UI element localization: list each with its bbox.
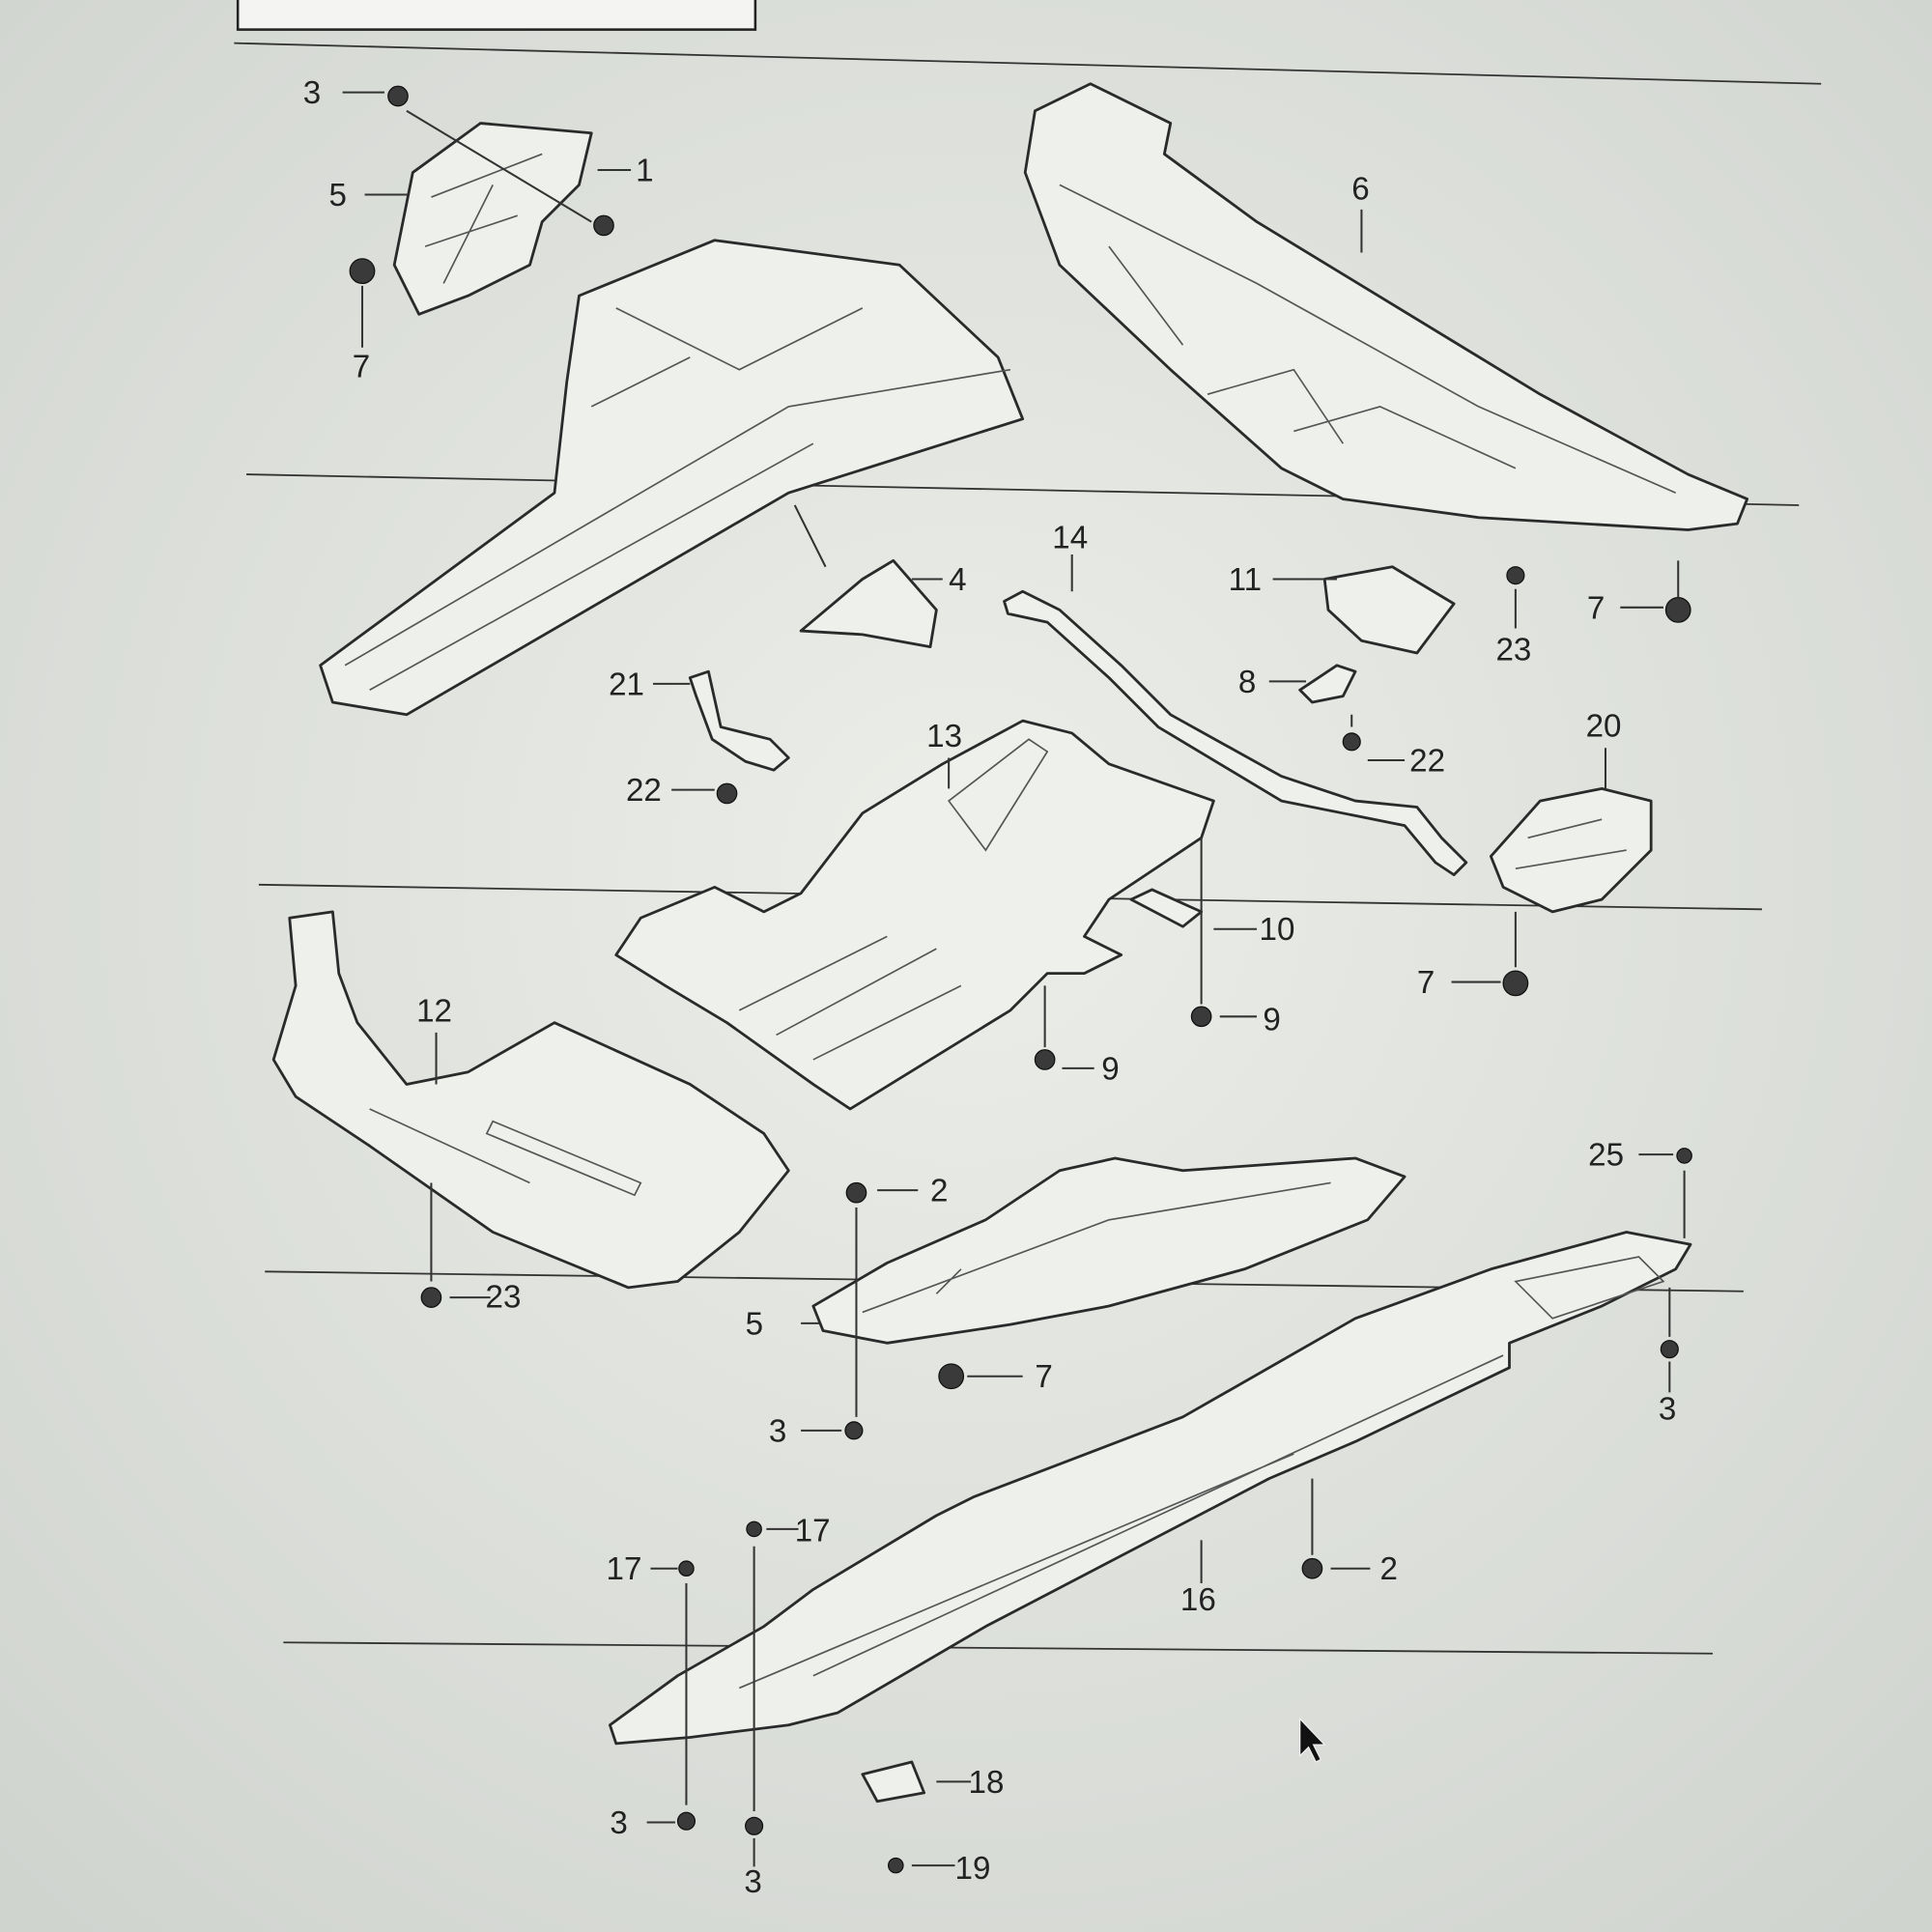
callout: 17: [607, 1551, 642, 1587]
callout: 3: [303, 75, 321, 111]
callout: 10: [1260, 912, 1295, 948]
part-4-bracket: [799, 558, 938, 649]
part-13-center-panel: [614, 719, 1215, 1111]
callout: 7: [1035, 1359, 1052, 1395]
part-21-bracket: [688, 669, 790, 772]
callout: 16: [1180, 1582, 1216, 1618]
part-18-clip: [861, 1760, 926, 1804]
callout: 7: [1587, 590, 1605, 626]
part-1-heat-shield: [392, 122, 593, 316]
callout: 5: [329, 178, 347, 213]
fasteners: [349, 85, 1692, 1874]
part-20-shield: [1489, 786, 1653, 914]
callout: 6: [1351, 172, 1369, 208]
callout: 12: [416, 993, 452, 1029]
callout: 2: [930, 1174, 948, 1209]
callout: 25: [1588, 1138, 1624, 1174]
callout: 3: [610, 1805, 627, 1841]
callout: 5: [746, 1306, 763, 1342]
part-11-bracket: [1322, 565, 1456, 655]
callout: 1: [636, 154, 653, 189]
callout: 18: [969, 1765, 1005, 1801]
callout: 9: [1101, 1051, 1119, 1087]
header-box: [236, 0, 757, 31]
part-16-long-underbody-panel: [608, 1231, 1692, 1746]
callout: 23: [1495, 633, 1531, 668]
callout: 7: [1417, 965, 1435, 1001]
callout: 9: [1263, 1002, 1280, 1037]
part-5-rear-panel: [811, 1156, 1406, 1345]
callout: 20: [1586, 709, 1622, 745]
callout-labels: 3 5 1 7 6 4 14 11 23 7 8 22 21 22 13 20 …: [303, 75, 1677, 1900]
callout: 13: [926, 719, 962, 754]
callout: 21: [609, 667, 644, 702]
callout: 22: [626, 773, 662, 809]
callout: 19: [955, 1851, 991, 1887]
leader-lines: [342, 91, 1686, 1867]
part-8-clip: [1298, 664, 1357, 704]
part-12-front-panel: [271, 910, 790, 1290]
part-6-tunnel-cover: [1023, 82, 1749, 531]
callout: 3: [744, 1864, 761, 1900]
mouse-cursor-icon: [1299, 1717, 1326, 1763]
callout: 14: [1052, 521, 1088, 556]
callout: 17: [795, 1514, 831, 1549]
part-body-frame: [319, 239, 1025, 717]
callout: 2: [1380, 1551, 1398, 1587]
callout: 11: [1229, 562, 1262, 598]
part-14-strut: [1003, 589, 1468, 877]
callout: 4: [949, 562, 966, 598]
callout: 7: [353, 349, 370, 384]
callout: 3: [1659, 1391, 1676, 1427]
callout: 8: [1238, 665, 1256, 700]
callout: 23: [486, 1279, 522, 1315]
callout: 3: [769, 1413, 786, 1449]
callout: 22: [1409, 743, 1445, 779]
